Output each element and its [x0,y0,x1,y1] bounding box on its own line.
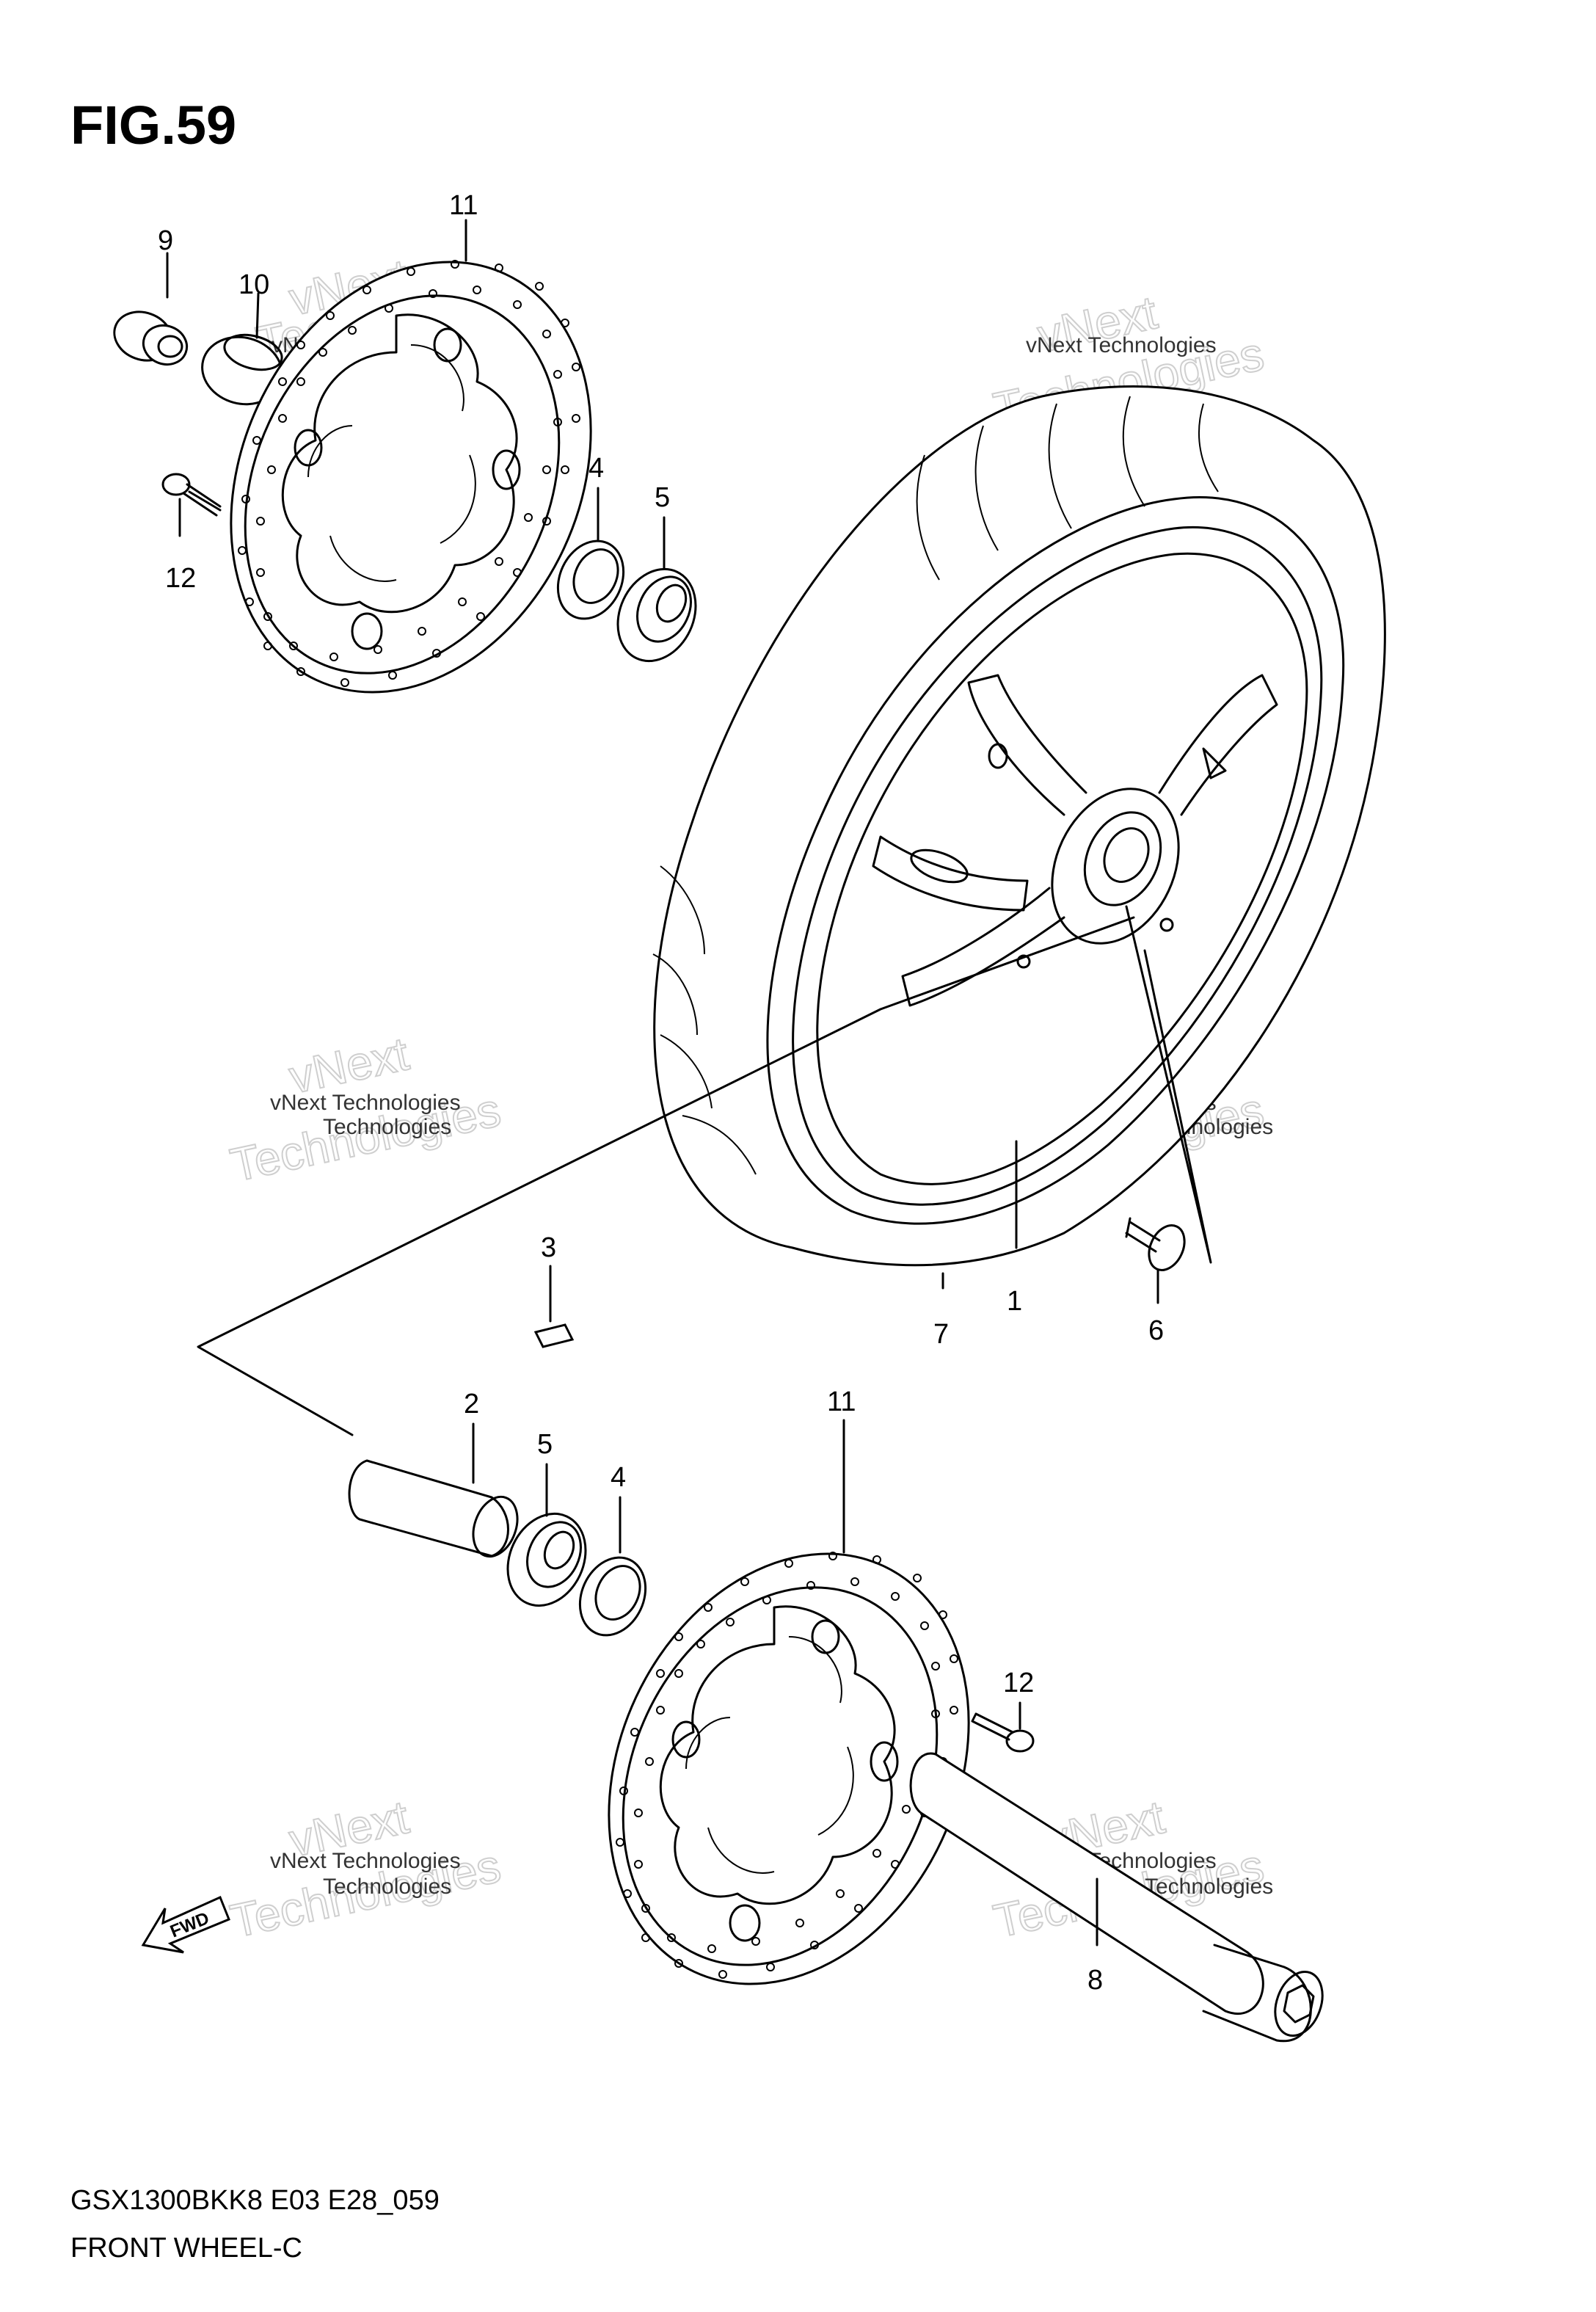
callout-balance-weight: 3 [541,1232,556,1263]
callout-bolt-bottom: 12 [1003,1668,1034,1698]
callout-dust-seal-left: 4 [611,1462,626,1493]
callout-dust-seal-right: 4 [589,453,604,484]
callout-disc-top: 11 [449,190,478,221]
watermark-small-text: vNext Technologies [270,1849,461,1873]
spacer-part [348,1422,519,1558]
callout-cap: 9 [158,225,173,256]
callout-bearing-right: 5 [655,482,670,513]
callout-axle: 8 [1087,1965,1103,1996]
valve-part [1125,1217,1186,1304]
watermark-small-text-2: Technologies [323,1115,451,1139]
watermark-small-text-2: Technologies [323,1875,451,1899]
watermark-small-text: vNext Technologies [270,1091,461,1115]
fwd-arrow-icon: FWD [141,1895,230,1954]
dust-seal-left-part [578,1496,647,1637]
dust-seal-right-part [556,487,625,620]
callout-spacer: 2 [464,1389,479,1419]
callout-tire: 7 [933,1319,949,1350]
callout-valve: 6 [1148,1315,1164,1346]
balance-weight-part [533,1265,575,1348]
bolt-bottom-part [971,1701,1035,1753]
plug-part [201,292,283,406]
callout-plug: 10 [238,269,269,300]
brake-disc-bottom-part [608,1419,970,1985]
watermark-small-text: vNext Technologies [1026,333,1217,357]
bolt-top-part [161,473,222,537]
brake-disc-top-part [230,219,592,694]
bearing-right-part [616,516,697,663]
diagram-caption: FRONT WHEEL-C [70,2233,302,2264]
callout-bolt-top: 12 [165,563,196,594]
watermark-bottom-left: Technologies vNext vNext Technologies Te… [225,1789,506,1948]
callout-bearing-left: 5 [537,1429,553,1460]
watermark-small-text-2: Technologies [1145,1875,1273,1899]
axle-part [909,1752,1324,2043]
callout-disc-bottom: 11 [827,1386,856,1417]
bearing-left-part [506,1463,587,1607]
model-code-label: GSX1300BKK8 E03 E28_059 [70,2185,440,2216]
watermark-mid-left: Technologies vNext vNext Technologies Te… [225,1026,506,1192]
figure-title: FIG.59 [70,95,236,156]
cap-part [113,252,189,366]
callout-wheel: 1 [1007,1286,1022,1317]
wheel-assembly-part [197,385,1386,1436]
